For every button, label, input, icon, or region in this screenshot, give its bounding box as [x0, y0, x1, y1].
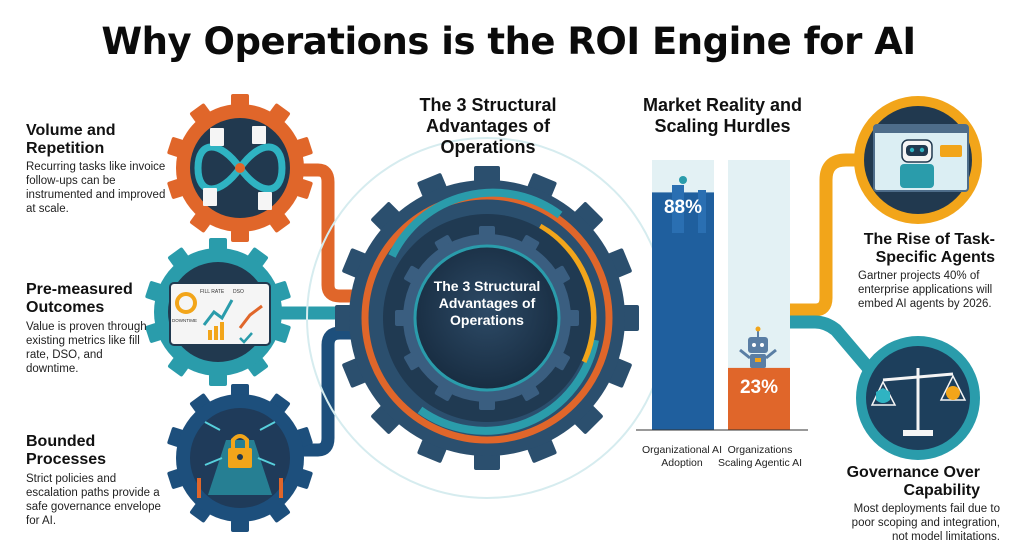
gear-tooth	[574, 202, 603, 231]
padlock-corridor-icon	[197, 421, 283, 498]
gear-tooth	[395, 310, 405, 326]
gear-tooth	[342, 248, 366, 278]
gear-tooth	[554, 352, 570, 371]
skyline-icon	[660, 176, 706, 233]
insight-governance-text: Most deployments fail due to poor scopin…	[851, 503, 1000, 543]
gear-tooth	[574, 405, 603, 434]
bar-value-scaling: 23%	[739, 376, 779, 398]
gear-tooth	[479, 400, 495, 410]
central-gear	[335, 166, 639, 470]
gear-tooth	[190, 393, 211, 413]
gear-tooth	[434, 385, 453, 401]
market-chart	[636, 160, 808, 431]
gear-tooth	[417, 439, 447, 463]
advantage-volume-text: Recurring tasks like invoice follow-ups …	[26, 161, 166, 215]
gear-tooth	[404, 265, 420, 284]
robot-agent-icon	[854, 96, 982, 224]
category-label-scaling: Organizations Scaling Agentic AI	[717, 444, 803, 469]
gear-tooth	[190, 213, 211, 233]
gear-tooth	[371, 202, 400, 231]
gear-tooth	[231, 230, 249, 242]
bar-scaling	[728, 367, 790, 430]
advantage-volume-title: Volume and Repetition	[26, 122, 116, 157]
gear-tooth	[404, 352, 420, 371]
gear-tooth	[190, 103, 211, 123]
dashboard-metrics-icon: FILL RATE DSO DOWNTIME	[169, 282, 271, 346]
gear-tooth	[569, 310, 579, 326]
gear-tooth	[247, 357, 268, 377]
gear-tooth	[269, 503, 290, 523]
robot-scaling-icon	[739, 326, 777, 368]
category-label-adoption: Organizational AI Adoption	[642, 444, 722, 469]
gear-tooth	[527, 173, 557, 197]
gear-tooth	[527, 439, 557, 463]
pipe-agents	[785, 153, 870, 317]
gear-tooth	[335, 305, 351, 331]
gear-tooth	[434, 235, 453, 251]
gear-tooth	[371, 405, 400, 434]
gear-tooth	[209, 238, 227, 250]
gear-tooth	[231, 520, 249, 532]
gear-tooth	[479, 226, 495, 236]
gear-tooth	[231, 94, 249, 106]
insight-agents-title: The Rise of Task-Specific Agents	[863, 231, 995, 266]
gear-tooth	[474, 454, 500, 470]
gear-tooth	[269, 213, 290, 233]
insight-agents-text: Gartner projects 40% of enterprise appli…	[858, 270, 993, 310]
gear-tooth	[190, 503, 211, 523]
gear-tooth	[474, 166, 500, 182]
bar-value-adoption: 88%	[663, 197, 703, 219]
gear-tooth	[521, 385, 540, 401]
gear-tooth	[269, 103, 290, 123]
advantage-bounded-title: Bounded Processes	[26, 433, 107, 468]
panel-label-dso: DSO	[233, 289, 244, 295]
gear-tooth	[209, 374, 227, 386]
advantages-heading: The 3 Structural Advantages of Operation…	[419, 95, 557, 157]
gear-tooth	[554, 265, 570, 284]
gear-tooth	[168, 247, 189, 267]
advantage-bounded-text: Strict policies and escalation paths pro…	[26, 473, 161, 527]
gear-tooth	[521, 235, 540, 251]
gear-tooth	[168, 357, 189, 377]
insight-governance-title: Governance Over Capability	[846, 464, 980, 499]
gear-tooth	[608, 248, 632, 278]
page-title: Why Operations is the ROI Engine for AI	[101, 20, 916, 63]
balance-scale-icon	[856, 336, 980, 460]
advantage-measured-title: Pre-measured Outcomes	[26, 281, 133, 316]
gear-tooth	[231, 384, 249, 396]
panel-label-fill-rate: FILL RATE	[200, 289, 225, 295]
infinity-workflow-icon	[194, 126, 286, 210]
pipe-bounded	[300, 326, 392, 457]
hub-label: The 3 Structural Advantages of Operation…	[433, 278, 541, 328]
panel-label-downtime: DOWNTIME	[172, 318, 197, 323]
gear-tooth	[342, 358, 366, 388]
pipe-governance	[785, 315, 875, 375]
gear-tooth	[269, 393, 290, 413]
gear-tooth	[247, 247, 268, 267]
advantage-measured-text: Value is proven through existing metrics…	[26, 321, 147, 375]
gear-tooth	[417, 173, 447, 197]
market-heading: Market Reality and Scaling Hurdles	[642, 95, 803, 136]
gear-tooth	[623, 305, 639, 331]
gear-tooth	[608, 358, 632, 388]
